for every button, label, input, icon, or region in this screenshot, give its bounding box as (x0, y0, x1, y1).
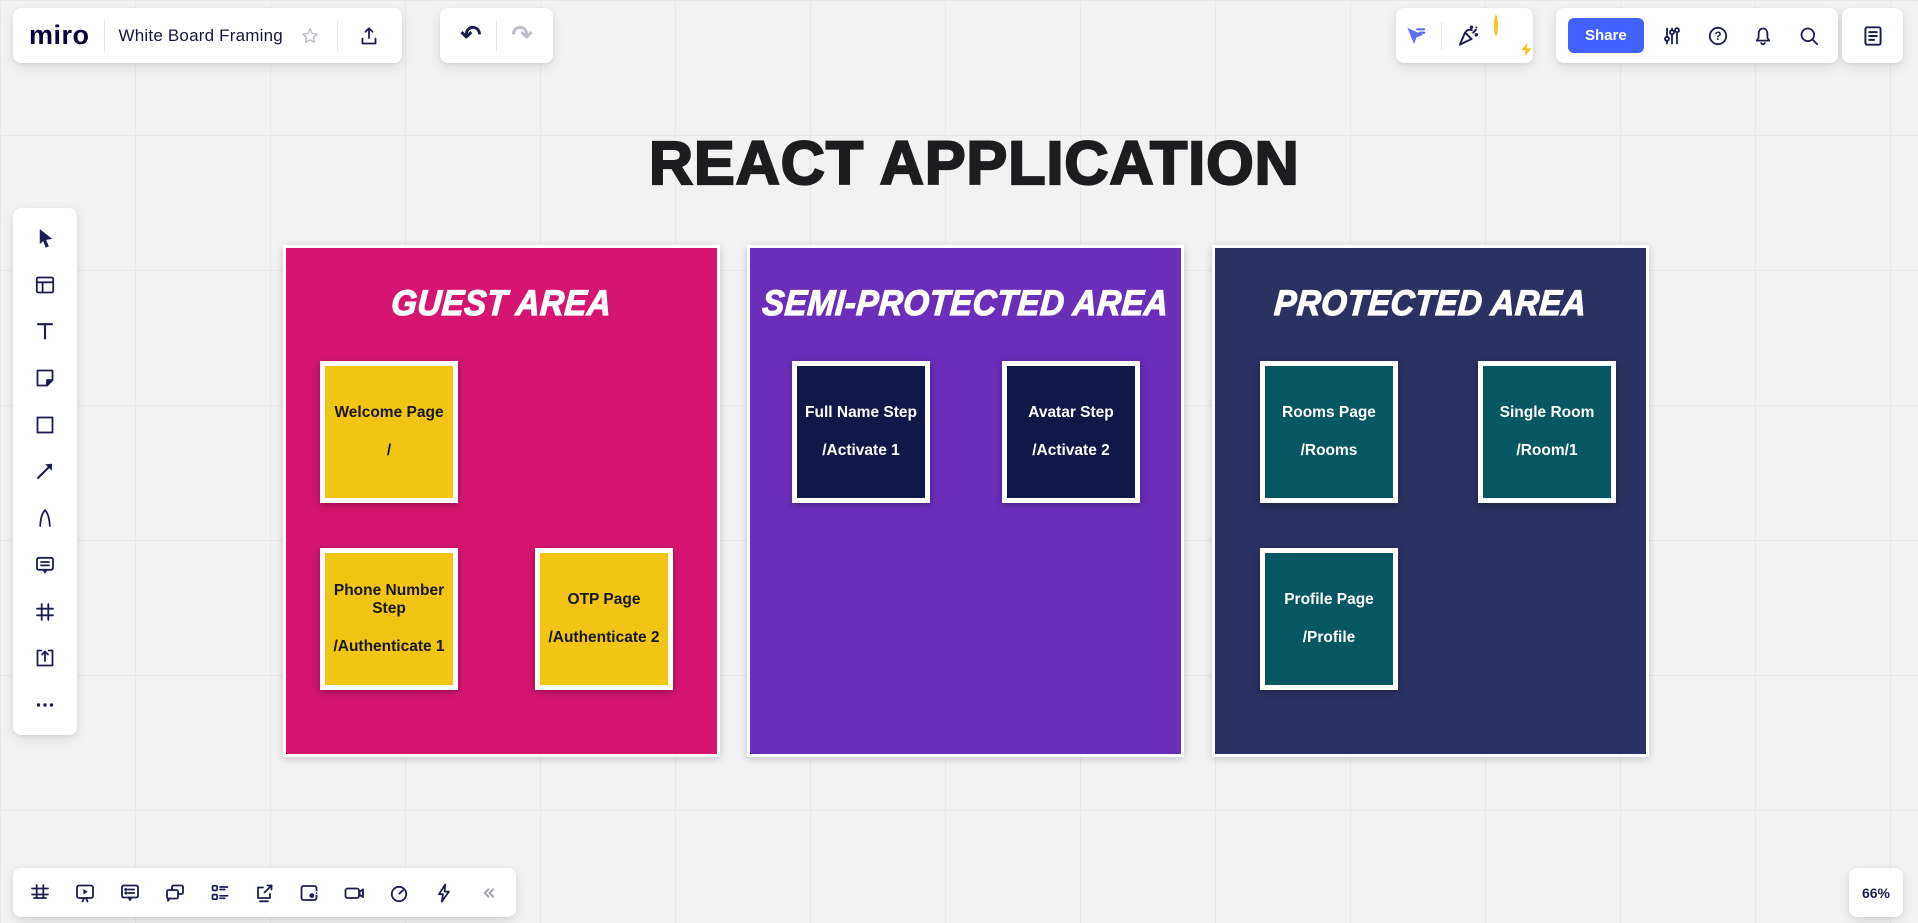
star-favorite-icon[interactable] (297, 19, 323, 53)
search-icon[interactable] (1792, 19, 1826, 53)
connection-line-tool-icon[interactable] (28, 454, 62, 488)
celebration-icon[interactable] (1451, 19, 1485, 53)
miro-logo[interactable]: miro (29, 20, 90, 50)
cards-icon[interactable] (203, 876, 237, 910)
pen-tool-icon[interactable] (28, 501, 62, 535)
card-single-room[interactable]: Single Room /Room/1 (1478, 361, 1616, 503)
notifications-bell-icon[interactable] (1746, 19, 1780, 53)
adjustments-icon[interactable] (1655, 19, 1689, 53)
creation-toolbar (13, 208, 77, 735)
card-otp-page[interactable]: OTP Page /Authenticate 2 (535, 548, 673, 690)
card-route: /Authenticate 2 (548, 628, 660, 646)
card-route: /Rooms (1300, 441, 1358, 459)
user-avatar[interactable] (1494, 15, 1534, 58)
card-route: /Activate 1 (822, 441, 900, 459)
frame-semi-protected-area[interactable]: SEMI-PROTECTED AREA Full Name Step /Acti… (747, 245, 1184, 757)
share-button[interactable]: Share (1568, 18, 1644, 53)
board-title[interactable]: White Board Framing (118, 25, 283, 45)
frame-guest-area[interactable]: GUEST AREA Welcome Page / Phone Number S… (283, 245, 720, 757)
card-title: Phone Number Step (333, 582, 445, 618)
undo-button[interactable]: ↶ (460, 21, 482, 49)
chat-icon[interactable] (158, 876, 192, 910)
card-title: Profile Page (1284, 591, 1374, 609)
zoom-level: 66% (1861, 884, 1891, 901)
card-welcome-page[interactable]: Welcome Page / (320, 361, 458, 503)
svg-text:?: ? (1714, 31, 1721, 43)
board-heading: REACT APPLICATION (648, 128, 1300, 198)
frame-guest-area-title: GUEST AREA (389, 282, 613, 323)
card-title: Avatar Step (1028, 404, 1114, 422)
text-tool-icon[interactable] (28, 314, 62, 348)
avatar (1494, 15, 1498, 36)
divider (1441, 21, 1442, 50)
frames-panel-icon[interactable] (23, 876, 57, 910)
card-title: OTP Page (567, 591, 641, 609)
header-actions-panel: Share ? (1556, 8, 1838, 63)
screen-share-icon[interactable] (247, 876, 281, 910)
redo-button[interactable]: ↷ (511, 21, 533, 49)
export-board-icon[interactable] (352, 19, 386, 53)
bolt-badge-icon (1519, 41, 1534, 58)
divider (103, 19, 105, 52)
frame-tool-icon[interactable] (28, 595, 62, 629)
frame-protected-area[interactable]: PROTECTED AREA Rooms Page /Rooms Single … (1212, 245, 1649, 757)
card-avatar-step[interactable]: Avatar Step /Activate 2 (1002, 361, 1140, 503)
shapes-tool-icon[interactable] (28, 408, 62, 442)
templates-tool-icon[interactable] (28, 268, 62, 302)
card-title: Full Name Step (805, 404, 917, 422)
zoom-level-button[interactable]: 66% (1849, 868, 1903, 917)
collapse-toolbar-icon[interactable] (472, 876, 506, 910)
header-board-panel: miro White Board Framing (13, 8, 402, 63)
more-tools-icon[interactable] (28, 688, 62, 722)
follow-cursor-icon[interactable] (1398, 19, 1432, 53)
comment-tool-icon[interactable] (28, 548, 62, 582)
notes-panel-button[interactable] (1842, 8, 1903, 63)
apps-icon[interactable] (292, 876, 326, 910)
divider (496, 20, 497, 51)
presentation-mode-icon[interactable] (68, 876, 102, 910)
video-chat-icon[interactable] (337, 876, 371, 910)
card-route: / (386, 441, 392, 459)
comments-panel-icon[interactable] (113, 876, 147, 910)
select-tool-icon[interactable] (28, 221, 62, 255)
card-title: Single Room (1499, 404, 1595, 422)
upload-tool-icon[interactable] (28, 641, 62, 675)
divider (336, 19, 338, 52)
frame-semi-protected-title: SEMI-PROTECTED AREA (760, 282, 1170, 323)
sticky-note-tool-icon[interactable] (28, 361, 62, 395)
card-title: Rooms Page (1282, 404, 1376, 422)
card-title: Welcome Page (334, 404, 444, 422)
card-route: /Room/1 (1516, 441, 1578, 459)
help-icon[interactable]: ? (1701, 19, 1735, 53)
collaboration-panel (1396, 8, 1534, 63)
card-profile-page[interactable]: Profile Page /Profile (1260, 548, 1398, 690)
card-route: /Profile (1302, 628, 1356, 646)
frame-protected-title: PROTECTED AREA (1273, 282, 1589, 323)
card-route: /Activate 2 (1032, 441, 1110, 459)
card-rooms-page[interactable]: Rooms Page /Rooms (1260, 361, 1398, 503)
facilitation-toolbar (13, 868, 516, 917)
automation-icon[interactable] (427, 876, 461, 910)
card-phone-number-step[interactable]: Phone Number Step /Authenticate 1 (320, 548, 458, 690)
card-route: /Authenticate 1 (333, 637, 445, 655)
undo-redo-panel: ↶ ↷ (440, 8, 553, 63)
notes-icon (1863, 25, 1882, 46)
card-full-name-step[interactable]: Full Name Step /Activate 1 (792, 361, 930, 503)
timer-icon[interactable] (382, 876, 416, 910)
